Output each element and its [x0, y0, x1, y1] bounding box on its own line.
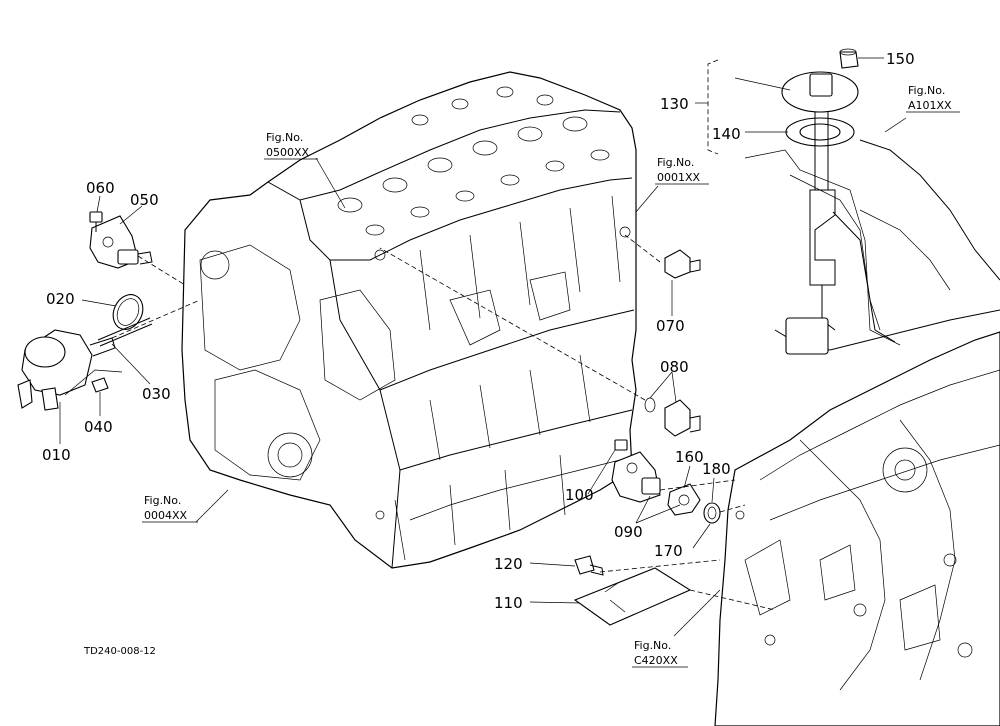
svg-text:Fig.No.: Fig.No.	[144, 494, 181, 507]
svg-text:Fig.No.: Fig.No.	[908, 84, 945, 97]
part-label-020: 020	[46, 290, 75, 308]
fuel-tank-outline	[744, 139, 1000, 351]
bolt-100-illustration	[614, 439, 628, 451]
svg-text:Fig.No.: Fig.No.	[634, 639, 671, 652]
flywheel-housing-illustration	[714, 331, 1000, 726]
part-label-160: 160	[675, 448, 704, 466]
figure-ref-0001xx: Fig.No. 0001XX	[655, 156, 709, 185]
figure-ref-0004xx: Fig.No. 0004XX	[142, 494, 198, 523]
part-label-140: 140	[712, 125, 741, 143]
gasket-160-illustration	[667, 483, 701, 516]
part-label-110: 110	[494, 594, 523, 612]
part-label-080: 080	[660, 358, 689, 376]
bolt-060-illustration	[89, 211, 103, 232]
solenoid-010-illustration	[17, 329, 116, 411]
figure-ref-a101xx: Fig.No. A101XX	[906, 84, 960, 113]
svg-text:Fig.No.: Fig.No.	[657, 156, 694, 169]
switch-070-illustration	[664, 249, 701, 279]
sensor-080-illustration	[644, 397, 701, 437]
sensor-090-illustration	[611, 451, 661, 503]
diagram-code: TD240-008-12	[83, 646, 156, 657]
part-label-120: 120	[494, 555, 523, 573]
engine-block-illustration	[181, 71, 637, 569]
cover-plate-110-illustration	[573, 567, 692, 626]
cylinder-head-bolts	[337, 86, 610, 236]
part-label-070: 070	[656, 317, 685, 335]
part-label-090: 090	[614, 523, 643, 541]
figure-ref-0500xx: Fig.No. 0500XX	[264, 131, 318, 160]
part-label-010: 010	[42, 446, 71, 464]
nut-040-illustration	[91, 377, 109, 393]
part-label-060: 060	[86, 179, 115, 197]
bolt-120-illustration	[574, 555, 604, 576]
part-label-150: 150	[886, 50, 915, 68]
part-label-040: 040	[84, 418, 113, 436]
part-label-100: 100	[565, 486, 594, 504]
svg-text:C420XX: C420XX	[634, 654, 678, 667]
fuel-sender-unit	[781, 71, 896, 355]
part-label-050: 050	[130, 191, 159, 209]
svg-text:0001XX: 0001XX	[657, 171, 701, 184]
part-label-170: 170	[654, 542, 683, 560]
sensor-050-illustration	[89, 215, 153, 269]
leader-lines	[59, 57, 907, 637]
part-number-labels: 010 020 030 040 050 060 070 080 090 100 …	[42, 50, 915, 612]
part-label-180: 180	[702, 460, 731, 478]
o-ring-180-illustration	[703, 502, 721, 524]
part-label-030: 030	[142, 385, 171, 403]
figure-ref-c420xx: Fig.No. C420XX	[632, 639, 688, 668]
pin-030-illustration	[97, 317, 153, 347]
part-label-130: 130	[660, 95, 689, 113]
figure-references: Fig.No. 0500XX Fig.No. 0001XX Fig.No. A1…	[142, 84, 960, 668]
svg-text:A101XX: A101XX	[908, 99, 952, 112]
svg-text:Fig.No.: Fig.No.	[266, 131, 303, 144]
bolt-150-illustration	[839, 48, 859, 69]
svg-text:0004XX: 0004XX	[144, 509, 188, 522]
svg-text:0500XX: 0500XX	[266, 146, 310, 159]
